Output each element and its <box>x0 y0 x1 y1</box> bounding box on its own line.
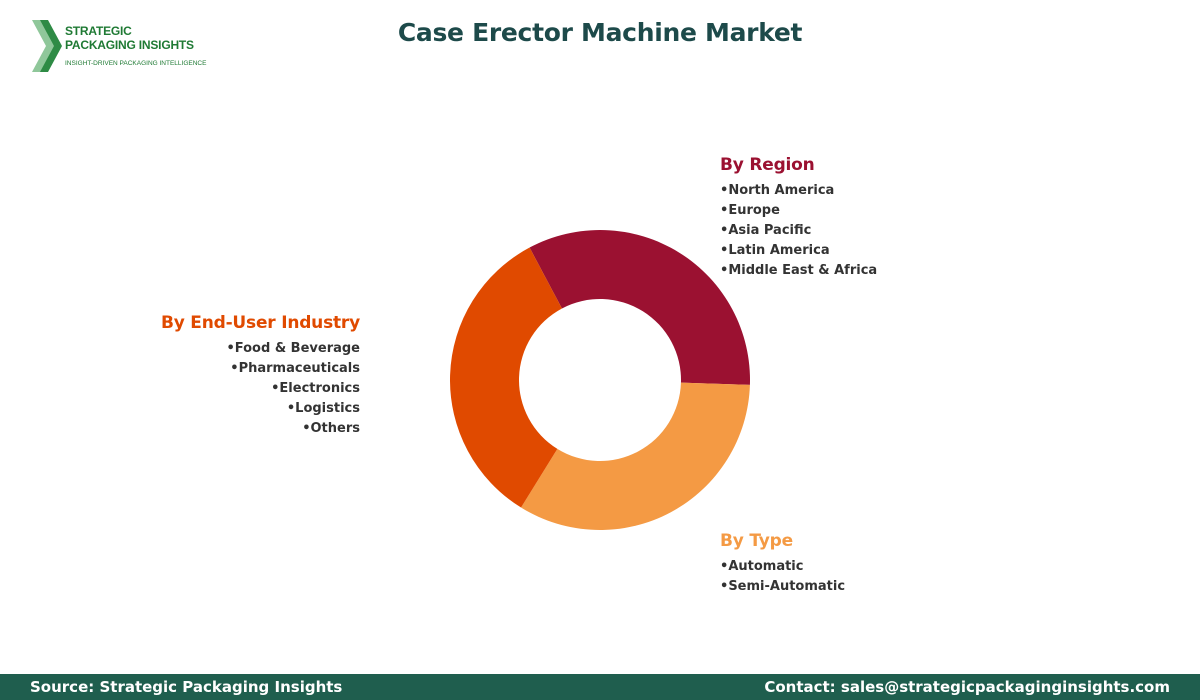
segment-item: Electronics <box>161 379 360 399</box>
segment-item: Semi-Automatic <box>720 577 845 597</box>
segment-item: North America <box>720 181 877 201</box>
donut-slice-by-end-user-industry <box>450 247 562 508</box>
segment-item: Automatic <box>720 557 845 577</box>
footer-source: Source: Strategic Packaging Insights <box>30 678 343 696</box>
end-user-segment: By End-User Industry Food & BeveragePhar… <box>161 313 360 439</box>
region-list: North AmericaEuropeAsia PacificLatin Ame… <box>720 181 877 281</box>
segment-item: Logistics <box>161 399 360 419</box>
region-title: By Region <box>720 155 815 175</box>
chevron-logo-icon <box>32 20 62 72</box>
footer-contact: Contact: sales@strategicpackaginginsight… <box>764 678 1170 696</box>
type-segment: By Type AutomaticSemi-Automatic <box>720 531 845 597</box>
segment-item: Middle East & Africa <box>720 261 877 281</box>
segment-item: Asia Pacific <box>720 221 877 241</box>
segment-item: Europe <box>720 201 877 221</box>
logo-name: STRATEGIC PACKAGING INSIGHTS <box>65 24 194 52</box>
page-title: Case Erector Machine Market <box>397 18 803 47</box>
segment-item: Pharmaceuticals <box>161 359 360 379</box>
segment-item: Latin America <box>720 241 877 261</box>
donut-slice-by-region <box>529 230 750 385</box>
footer-bar: Source: Strategic Packaging Insights Con… <box>0 674 1200 700</box>
end-user-title: By End-User Industry <box>160 313 360 333</box>
region-segment: By Region North AmericaEuropeAsia Pacifi… <box>720 155 877 281</box>
brand-logo: STRATEGIC PACKAGING INSIGHTS INSIGHT-DRI… <box>30 18 206 74</box>
end-user-list: Food & BeveragePharmaceuticalsElectronic… <box>161 339 360 439</box>
logo-tagline: INSIGHT-DRIVEN PACKAGING INTELLIGENCE <box>65 60 207 67</box>
type-list: AutomaticSemi-Automatic <box>720 557 845 597</box>
segment-item: Food & Beverage <box>161 339 360 359</box>
type-title: By Type <box>720 531 793 551</box>
segment-item: Others <box>161 419 361 439</box>
donut-slice-by-type <box>521 382 750 531</box>
